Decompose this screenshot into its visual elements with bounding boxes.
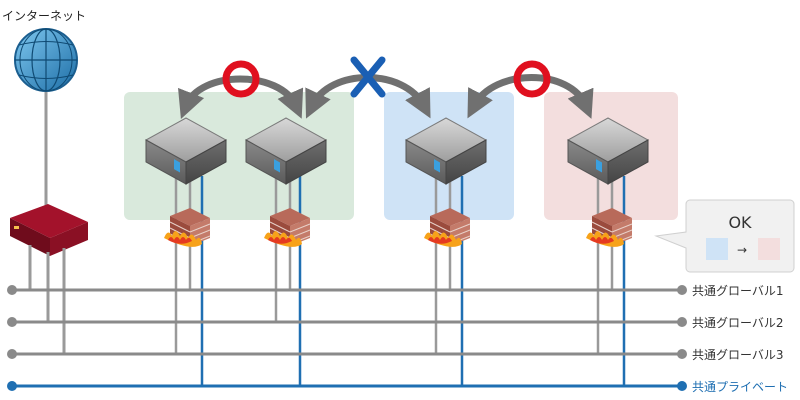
endpoint-dot <box>677 381 687 391</box>
callout-title: OK <box>728 213 752 232</box>
callout-box: OK → <box>654 199 795 273</box>
endpoint-dot <box>677 349 687 359</box>
endpoint-dot <box>677 285 687 295</box>
endpoint-dot <box>7 349 17 359</box>
network-label-private: 共通プライベート <box>692 380 788 394</box>
ok-mark-left <box>222 60 260 98</box>
internet-label: インターネット <box>2 9 86 23</box>
callout-arrow: → <box>737 243 747 257</box>
callout-to-swatch <box>758 238 780 260</box>
globe-icon <box>14 28 78 92</box>
endpoint-dot <box>7 317 17 327</box>
endpoint-dot <box>7 381 17 391</box>
endpoint-dot <box>677 317 687 327</box>
endpoint-dot <box>7 285 17 295</box>
network-label-global-2: 共通グローバル2 <box>692 316 784 330</box>
ok-mark-right <box>513 60 551 98</box>
callout-from-swatch <box>706 238 728 260</box>
arrow-right-pair <box>467 74 594 119</box>
network-label-global-1: 共通グローバル1 <box>692 284 784 298</box>
arrow-left-pair <box>178 75 304 120</box>
network-label-global-3: 共通グローバル3 <box>692 348 784 362</box>
router-icon <box>10 204 88 256</box>
ng-mark <box>350 56 386 98</box>
